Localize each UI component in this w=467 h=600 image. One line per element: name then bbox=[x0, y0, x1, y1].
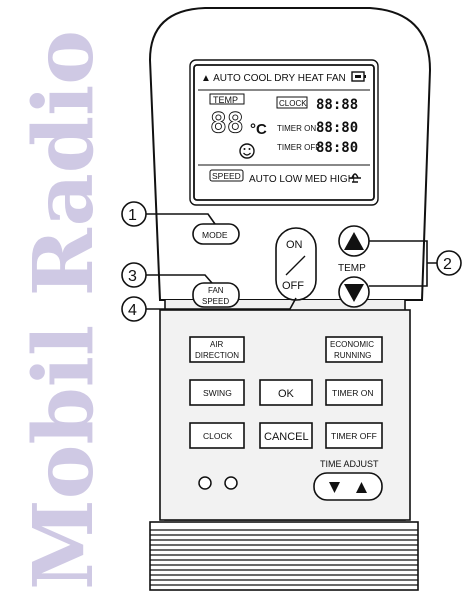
off-label: OFF bbox=[282, 280, 304, 292]
callout-2: 2 bbox=[369, 240, 462, 287]
air-direction-button[interactable]: AIR DIRECTION bbox=[189, 336, 245, 363]
swing-button[interactable]: SWING bbox=[189, 379, 245, 406]
callout-3: 3 bbox=[121, 262, 213, 288]
clock-label: CLOCK bbox=[203, 431, 233, 441]
ok-button[interactable]: OK bbox=[259, 379, 313, 406]
fan-speed-label-1: FAN bbox=[208, 286, 224, 295]
temp-digits: 88 bbox=[210, 106, 244, 139]
temp-up-button[interactable] bbox=[338, 225, 370, 257]
on-label: ON bbox=[286, 239, 303, 251]
svg-text:4: 4 bbox=[128, 302, 137, 319]
ribbed-bottom bbox=[149, 521, 419, 591]
lcd-display: ▲ AUTO COOL DRY HEAT FAN TEMP 88 °C CLOC… bbox=[189, 59, 379, 206]
smiley-icon bbox=[239, 143, 255, 159]
temp-tag: TEMP bbox=[213, 95, 238, 105]
fan-icon bbox=[349, 173, 361, 183]
temp-down-button[interactable] bbox=[338, 276, 370, 308]
air-direction-label-1: AIR bbox=[210, 340, 224, 349]
timer-on-button[interactable]: TIMER ON bbox=[325, 379, 383, 406]
svg-text:2: 2 bbox=[443, 256, 452, 273]
svg-text:1: 1 bbox=[128, 207, 137, 224]
ok-label: OK bbox=[278, 388, 295, 400]
cancel-label: CANCEL bbox=[264, 431, 309, 443]
fan-speed-label-2: SPEED bbox=[202, 297, 229, 306]
air-direction-label-2: DIRECTION bbox=[195, 351, 239, 360]
clock-button[interactable]: CLOCK bbox=[189, 422, 245, 449]
economic-running-button[interactable]: ECONOMIC RUNNING bbox=[325, 336, 383, 363]
mode-button[interactable]: MODE bbox=[192, 223, 240, 245]
time-down-icon bbox=[329, 482, 340, 493]
callout-1: 1 bbox=[121, 201, 216, 227]
time-adjust-label: TIME ADJUST bbox=[320, 459, 379, 469]
time-up-icon bbox=[356, 482, 367, 493]
mode-row: ▲ AUTO COOL DRY HEAT FAN bbox=[201, 73, 346, 84]
economic-label-2: RUNNING bbox=[334, 351, 371, 360]
mode-label: MODE bbox=[202, 230, 228, 240]
temp-unit: °C bbox=[250, 121, 267, 138]
indicator-leds bbox=[198, 476, 238, 490]
on-off-button[interactable]: ON OFF bbox=[275, 227, 317, 301]
timer-off-value: 88:80 bbox=[316, 140, 358, 156]
timer-on-label: TIMER ON bbox=[277, 124, 316, 133]
svg-text:3: 3 bbox=[128, 268, 137, 285]
swing-label: SWING bbox=[203, 388, 232, 398]
timer-off-label: TIMER OFF bbox=[277, 143, 320, 152]
temp-label: TEMP bbox=[338, 263, 366, 274]
economic-label-1: ECONOMIC bbox=[330, 340, 374, 349]
timer-off-button-label: TIMER OFF bbox=[331, 431, 377, 441]
time-adjust-rocker[interactable] bbox=[313, 472, 383, 501]
timer-off-button[interactable]: TIMER OFF bbox=[325, 422, 383, 449]
timer-on-value: 88:80 bbox=[316, 120, 358, 136]
speed-tag: SPEED bbox=[212, 171, 241, 181]
clock-tag: CLOCK bbox=[279, 99, 307, 108]
watermark-text: Mobil Radio bbox=[16, 30, 112, 590]
fan-speed-button[interactable]: FAN SPEED bbox=[192, 282, 240, 308]
speed-row: AUTO LOW MED HIGH bbox=[249, 174, 355, 185]
cancel-button[interactable]: CANCEL bbox=[259, 422, 313, 449]
timer-on-button-label: TIMER ON bbox=[332, 388, 374, 398]
clock-value: 88:88 bbox=[316, 97, 358, 113]
battery-icon bbox=[351, 71, 366, 82]
callout-4: 4 bbox=[121, 296, 297, 322]
